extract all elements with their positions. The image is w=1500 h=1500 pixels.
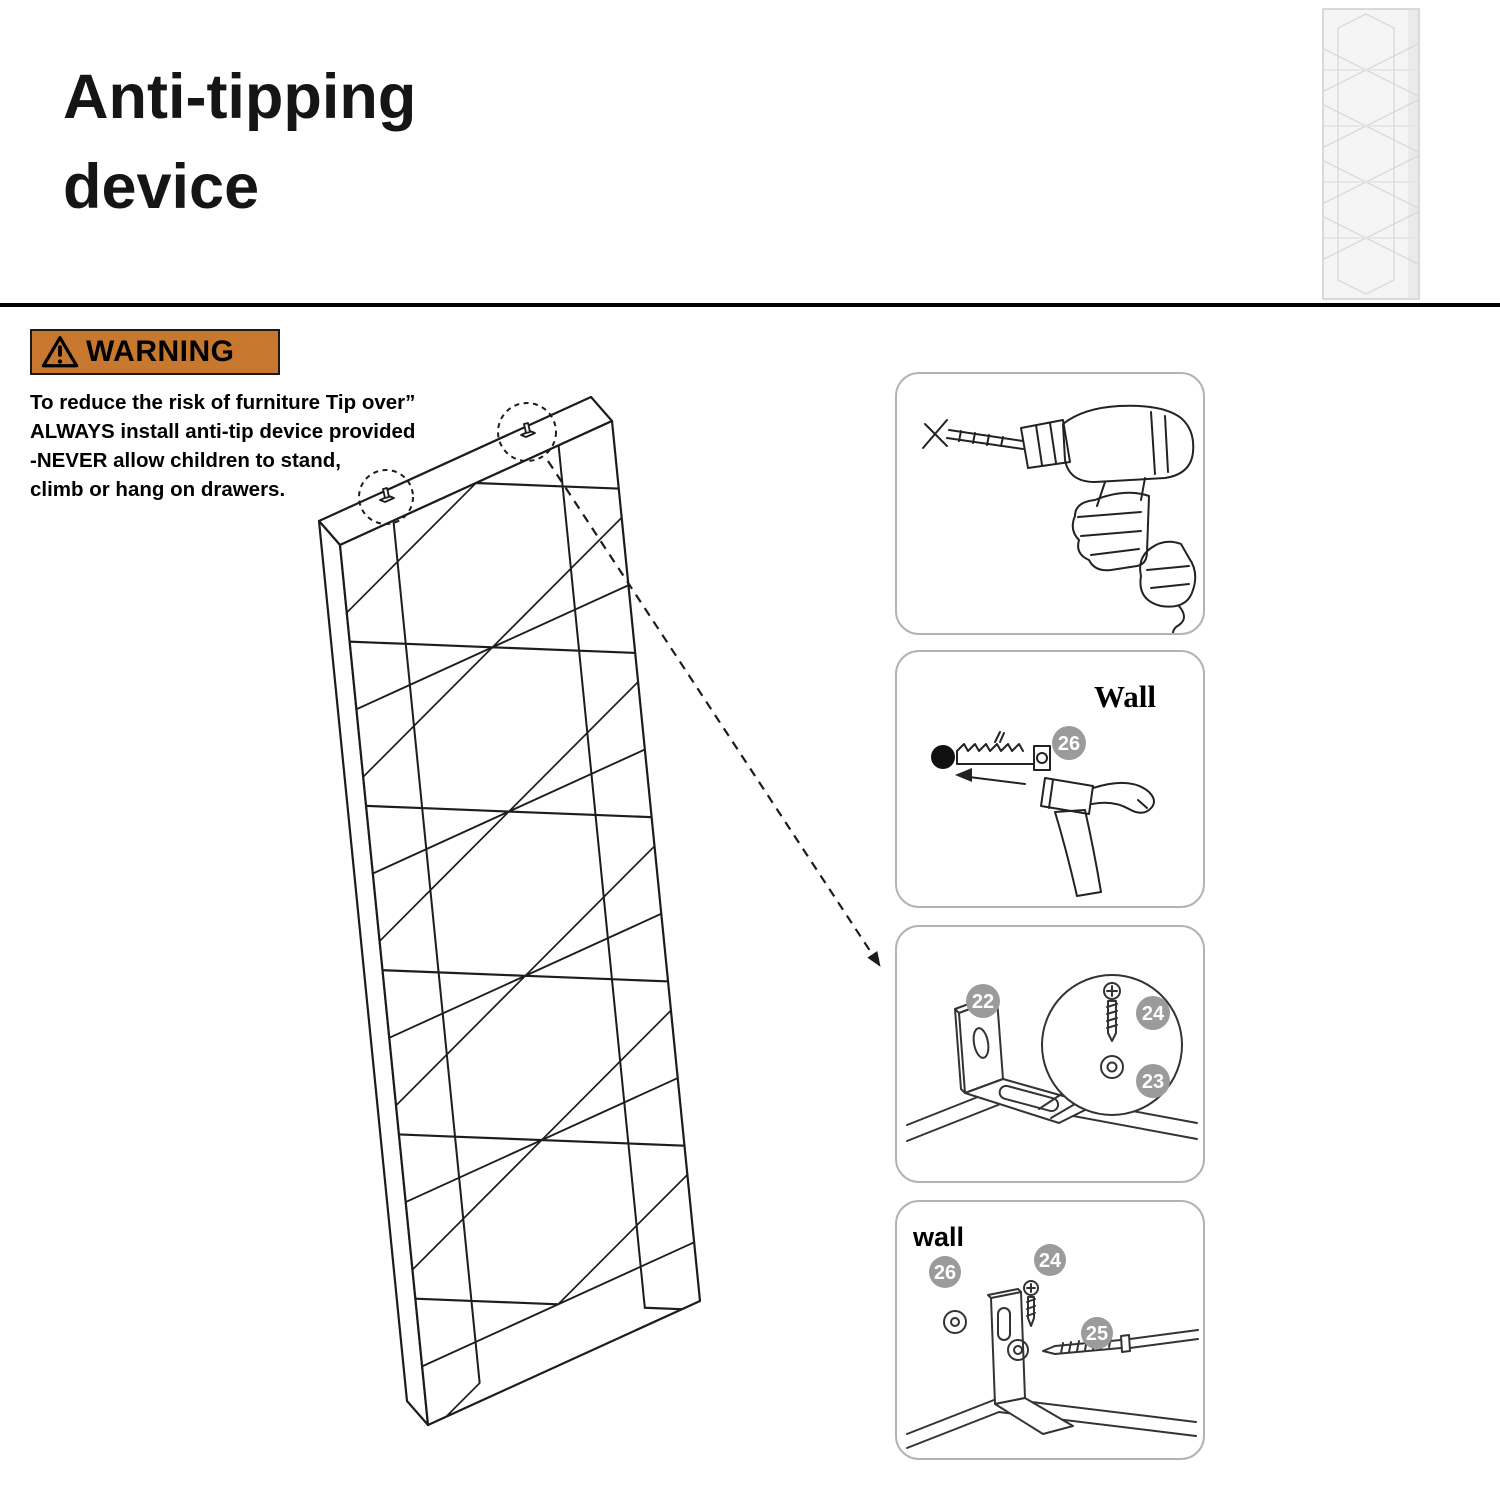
part-badge-26: 26 (1052, 726, 1086, 760)
washer-icon (1100, 1055, 1124, 1079)
wall-plug-icon (931, 731, 1051, 785)
step-panel-wall-anchor: Wall 26 (895, 650, 1205, 908)
thumbnail-hexagon-pattern (1324, 13, 1418, 295)
drill-bit (946, 429, 1024, 450)
page-title-line1: Anti-tipping (63, 62, 417, 132)
warning-line: ALWAYS install anti-tip device provided (30, 420, 416, 443)
warning-label: WARNING (86, 335, 235, 368)
part-badge-25: 25 (1081, 1317, 1113, 1349)
screw-icon (1023, 1280, 1039, 1327)
detail-leader-lines (1038, 1092, 1076, 1119)
svg-text:22: 22 (972, 991, 994, 1013)
cabinet-hexagon-pattern (340, 420, 700, 1426)
warning-banner: WARNING (30, 329, 280, 375)
part-badge-26: 26 (929, 1256, 961, 1288)
hand-on-base (1139, 540, 1197, 608)
part-badge-22: 22 (966, 984, 1000, 1018)
dashed-callout-circle (358, 469, 414, 525)
cover-cap-icon (943, 1310, 967, 1334)
drill-body (1062, 404, 1195, 483)
washer-icon (1007, 1339, 1029, 1361)
warning-text: To reduce the risk of furniture Tip over… (30, 388, 530, 504)
svg-text:25: 25 (1086, 1323, 1108, 1345)
drill-chuck (1020, 419, 1071, 469)
svg-text:26: 26 (1058, 733, 1080, 755)
step-panel-drill (895, 372, 1205, 635)
hammer-icon (1040, 777, 1155, 897)
direction-arrowhead (955, 768, 972, 782)
warning-line: -NEVER allow children to stand, (30, 449, 341, 472)
section-divider (0, 303, 1500, 307)
page-title-line2: device (63, 152, 260, 222)
power-cord (1172, 605, 1185, 633)
cabinet-front-face (338, 419, 702, 1427)
step-panel-wall-mount: wall (895, 1200, 1205, 1460)
sparkle-icon (922, 419, 948, 449)
warning-line: climb or hang on drawers. (30, 478, 286, 501)
cabinet-front-thumbnail (1322, 8, 1420, 300)
part-badge-24: 24 (1034, 1244, 1066, 1276)
wall-label: Wall (1094, 679, 1156, 714)
step-panel-bracket: 22 24 23 (895, 925, 1205, 1183)
callout-arrow (547, 460, 881, 967)
dashed-callout-circle (497, 402, 557, 462)
part-badge-23: 23 (1136, 1064, 1170, 1098)
warning-line: To reduce the risk of furniture Tip over… (30, 391, 416, 414)
hand-gripping-handle (1071, 491, 1150, 572)
wall-label: wall (912, 1222, 964, 1252)
page-title: Anti-tipping device (63, 52, 416, 232)
power-drill-icon (922, 404, 1197, 633)
cabinet-with-anti-tip-brackets-illustration (317, 395, 881, 1427)
part-badge-24: 24 (1136, 996, 1170, 1030)
screw-icon (1103, 982, 1121, 1042)
warning-triangle-icon (41, 336, 79, 368)
svg-text:26: 26 (934, 1262, 956, 1284)
svg-text:24: 24 (1039, 1250, 1062, 1272)
svg-text:23: 23 (1142, 1071, 1164, 1093)
svg-text:24: 24 (1142, 1003, 1165, 1025)
bolt-and-driver-icon (1042, 1329, 1199, 1355)
